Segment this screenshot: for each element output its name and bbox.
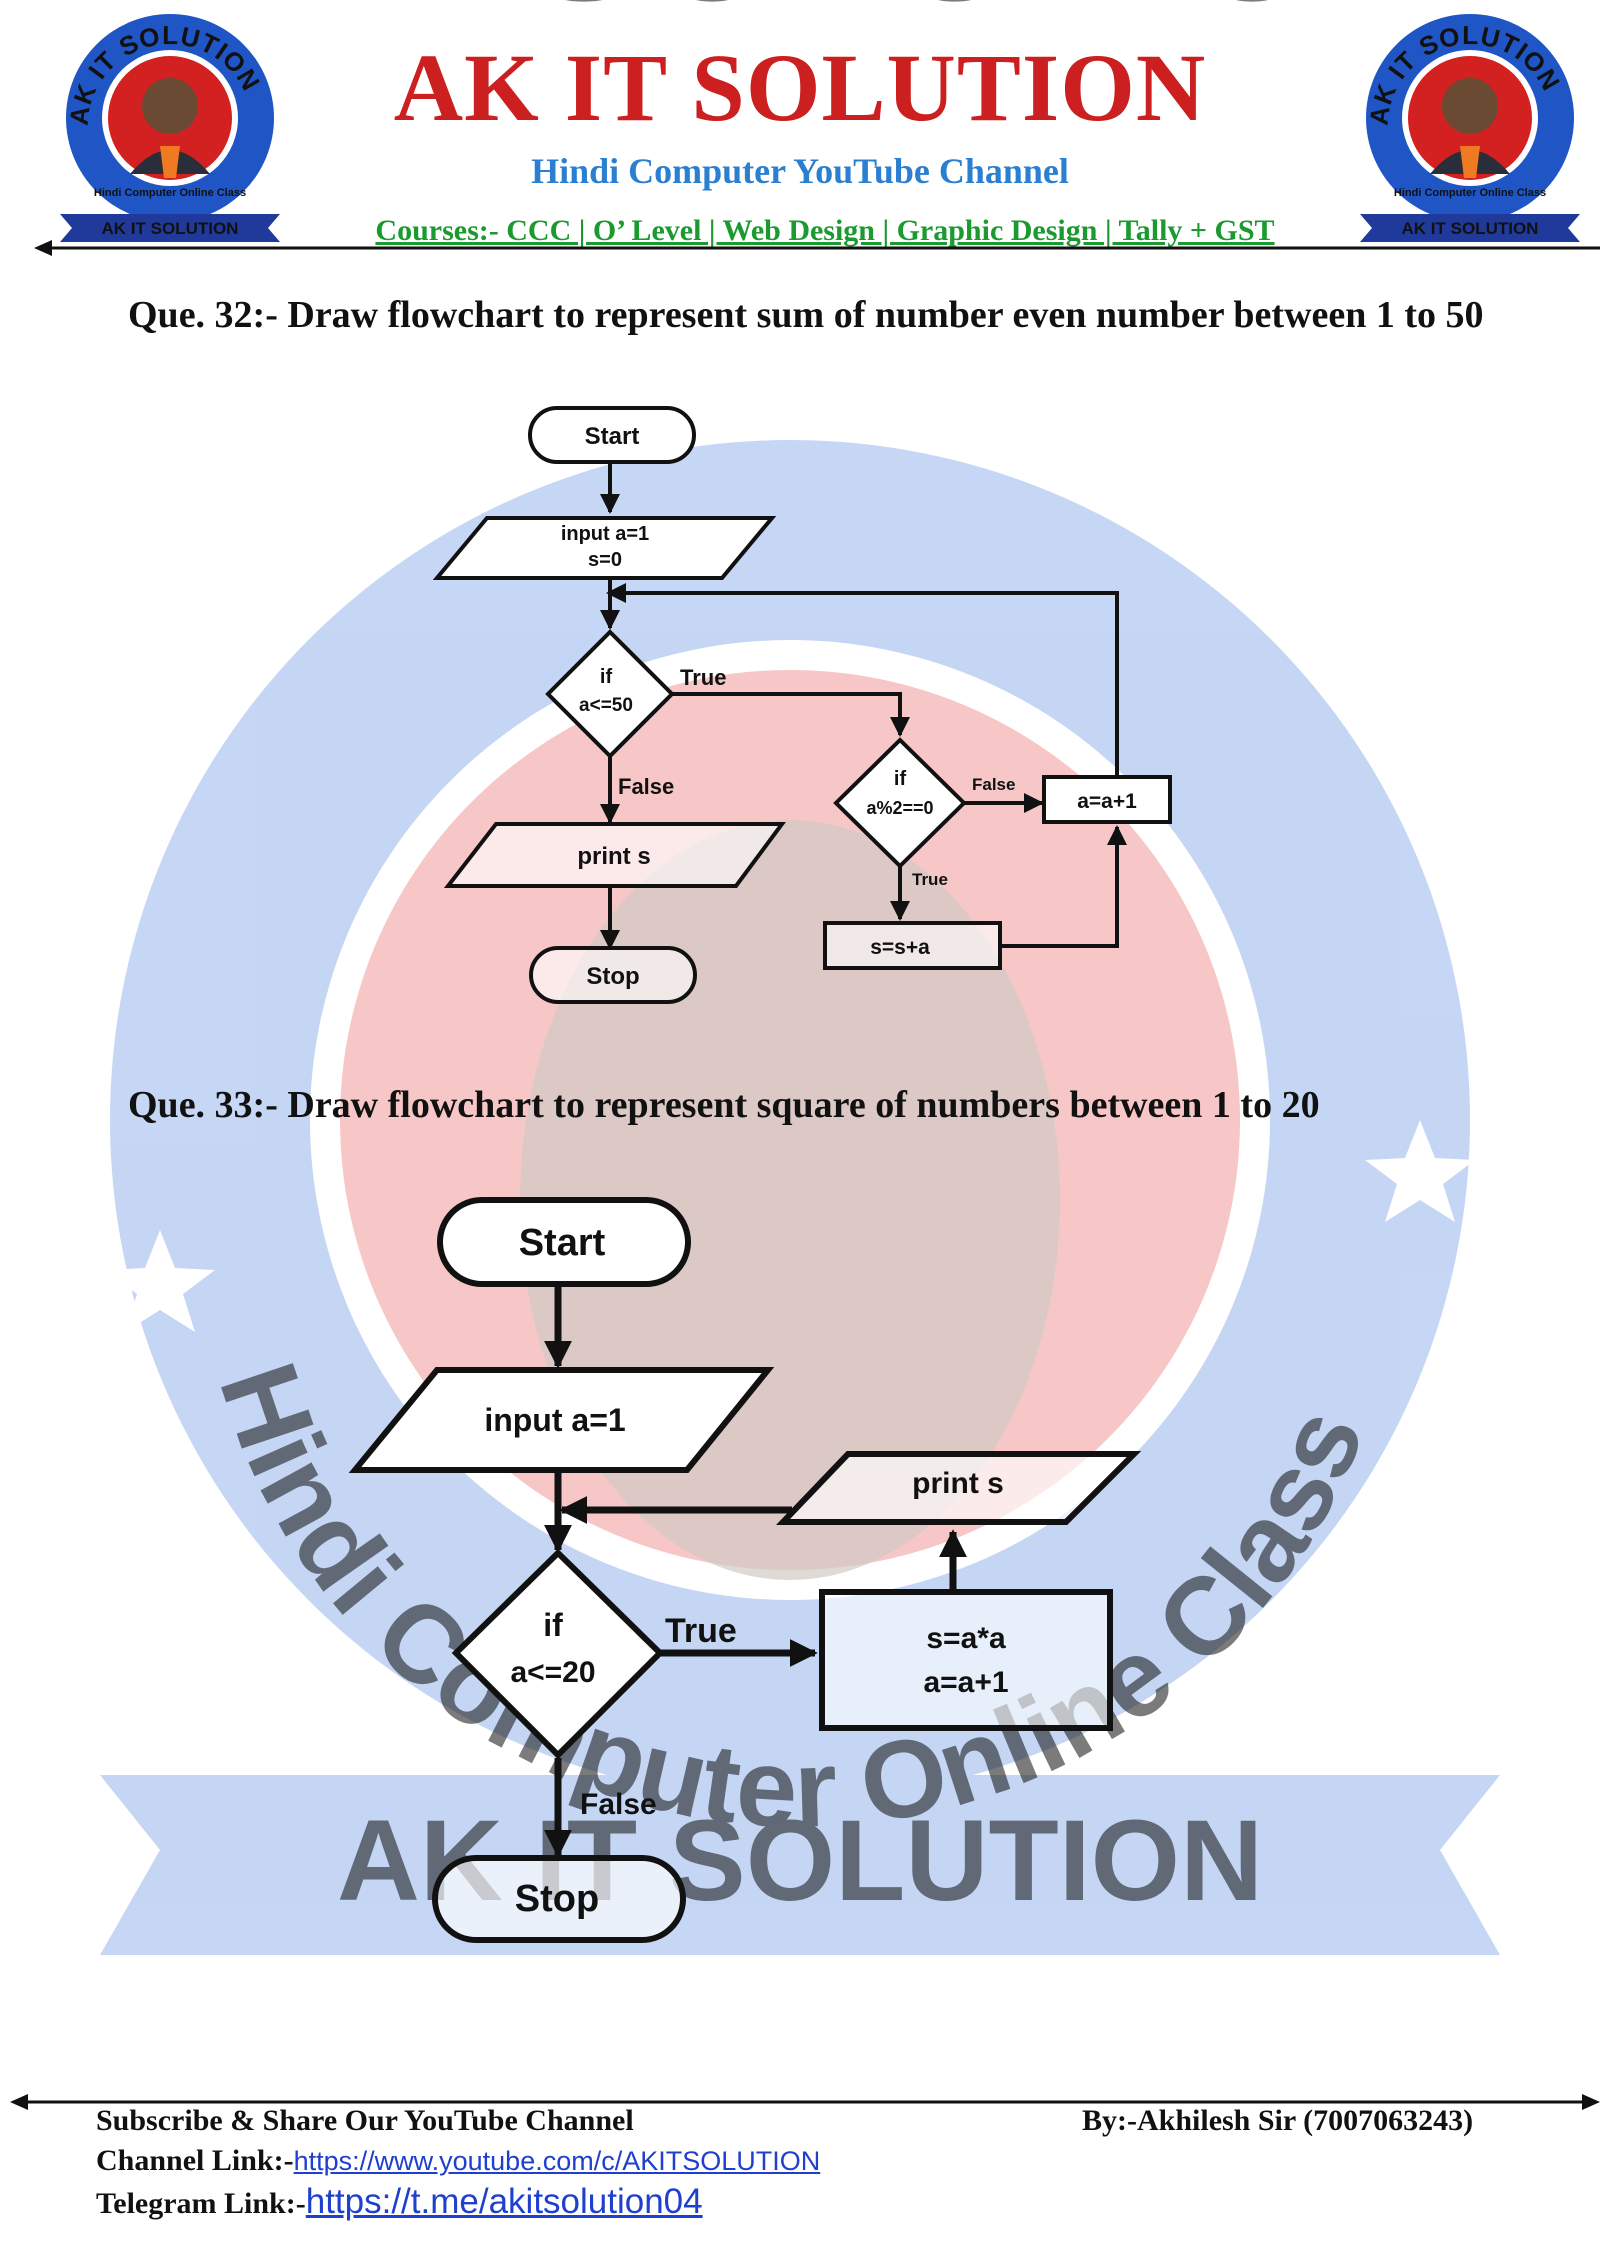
q33-input-box — [348, 1367, 775, 1473]
q32-input-box — [432, 516, 777, 580]
logo-ribbon-text: AK IT SOLUTION — [102, 219, 239, 238]
q32-increment-label: a=a+1 — [1077, 790, 1137, 813]
q32-decision-2-false: False — [972, 775, 1015, 794]
question-33-label: Que. 33:- — [128, 1084, 278, 1126]
channel-link[interactable]: https://www.youtube.com/c/AKITSOLUTION — [293, 2146, 821, 2176]
q32-decision-2-line1: if — [894, 768, 907, 790]
q32-decision-2-true: True — [912, 870, 948, 889]
q32-sum-label: s=s+a — [870, 936, 930, 959]
brand-courses: Courses:- CCC | O’ Level | Web Design | … — [375, 214, 1275, 247]
question-32-text: Draw flowchart to represent sum of numbe… — [277, 294, 1484, 336]
avatar — [142, 78, 198, 134]
footer-subscribe: Subscribe & Share Our YouTube Channel — [96, 2104, 634, 2137]
telegram-link[interactable]: https://t.me/akitsolution04 — [305, 2182, 703, 2221]
q33-start-terminal — [437, 1197, 691, 1287]
logo-inner-text: Hindi Computer Online Class — [1394, 187, 1546, 199]
logo-inner-text: Hindi Computer Online Class — [94, 187, 246, 199]
question-33: Que. 33:- Draw flowchart to represent sq… — [128, 1082, 1508, 1129]
q33-stop-label: Stop — [515, 1878, 599, 1920]
q32-decision-1-line1: if — [600, 666, 613, 688]
q33-input-label: input a=1 — [484, 1402, 625, 1438]
brand-title: AK IT SOLUTION — [393, 34, 1207, 141]
q33-stop-terminal — [432, 1855, 686, 1943]
footer-author: By:-Akhilesh Sir (7007063243) — [1082, 2104, 1474, 2137]
footer-channel: Channel Link:-https://www.youtube.com/c/… — [96, 2144, 820, 2178]
q33-output-label: print s — [912, 1467, 1004, 1500]
q33-decision-true: True — [665, 1612, 737, 1650]
footer-telegram: Telegram Link:-https://t.me/akitsolution… — [96, 2182, 703, 2222]
question-32: Que. 32:- Draw flowchart to represent su… — [128, 292, 1508, 339]
q32-decision-1-true: True — [680, 665, 726, 690]
watermark-arc-text: AK IT SOLUTION — [0, 0, 1453, 37]
q32-decision-1 — [545, 629, 675, 759]
logo-ribbon-text: AK IT SOLUTION — [1402, 219, 1539, 238]
q32-decision-1-false: False — [618, 774, 674, 799]
brand-subtitle: Hindi Computer YouTube Channel — [531, 151, 1069, 191]
q32-decision-1-line2: a<=50 — [579, 695, 633, 716]
q32-stop-terminal — [529, 946, 697, 1004]
question-33-text: Draw flowchart to represent square of nu… — [277, 1084, 1320, 1126]
footer-divider — [10, 2094, 1600, 2110]
logo-left: AK IT SOLUTION Hindi Computer Online Cla… — [60, 10, 280, 242]
q32-input-line2: s=0 — [588, 549, 622, 571]
header-divider — [34, 240, 1600, 256]
q33-process-box — [819, 1589, 1113, 1731]
q33-decision — [451, 1548, 665, 1760]
q33-decision-false: False — [580, 1788, 657, 1821]
q33-output-box — [775, 1451, 1142, 1525]
q32-sum-box — [823, 921, 1002, 970]
q32-decision-2 — [833, 737, 967, 869]
q32-input-line1: input a=1 — [561, 523, 649, 545]
q32-stop-label: Stop — [586, 963, 639, 990]
q33-decision-line1: if — [543, 1607, 563, 1643]
q33-process-line2: a=a+1 — [923, 1666, 1008, 1699]
question-32-label: Que. 32:- — [128, 294, 278, 336]
q32-start-label: Start — [585, 423, 640, 450]
footer-telegram-label: Telegram Link:- — [96, 2187, 306, 2220]
logo-right: AK IT SOLUTION Hindi Computer Online Cla… — [1360, 10, 1580, 242]
footer-channel-label: Channel Link:- — [96, 2144, 294, 2177]
q32-output-label: print s — [577, 843, 650, 870]
q33-process-line1: s=a*a — [926, 1622, 1006, 1655]
q33-decision-line2: a<=20 — [510, 1656, 595, 1689]
q32-start-terminal — [528, 406, 696, 464]
q32-output-box — [443, 822, 786, 888]
q32-increment-box — [1042, 775, 1172, 824]
q32-decision-2-line2: a%2==0 — [866, 798, 933, 818]
q33-start-label: Start — [519, 1222, 606, 1264]
avatar — [1442, 78, 1498, 134]
